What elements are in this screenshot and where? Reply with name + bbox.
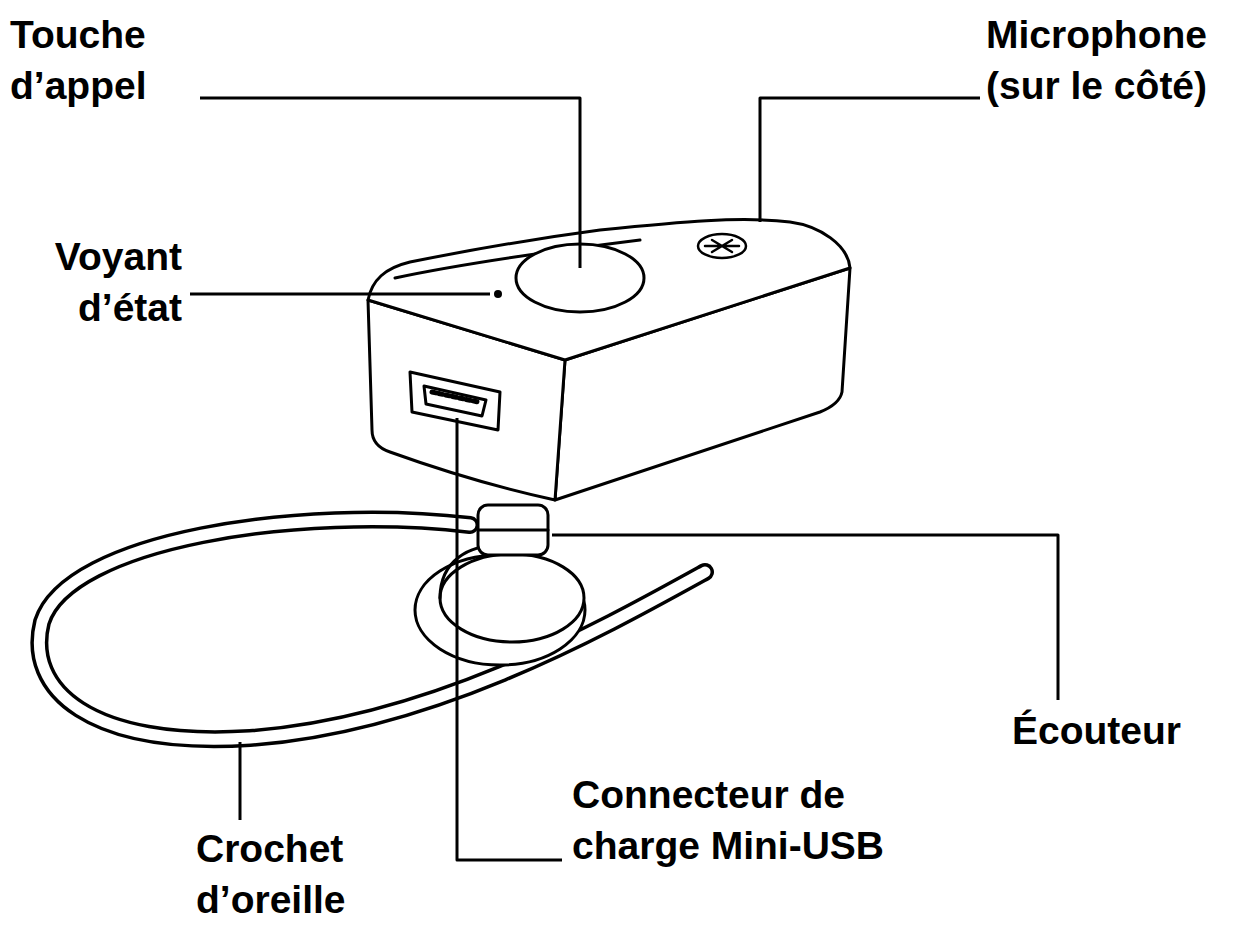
leader-lines	[190, 98, 1058, 860]
status-led-label: Voyant d’état	[6, 232, 182, 333]
usb-port	[410, 372, 500, 430]
microphone-grille	[698, 234, 746, 258]
ear-hook	[39, 519, 705, 739]
earpiece	[415, 505, 585, 665]
call-button-label: Touche d’appel	[10, 10, 195, 111]
usb-connector-label: Connecteur de charge Mini-USB	[572, 770, 942, 871]
earpiece-label: Écouteur	[1012, 706, 1248, 757]
ear-hook-label: Crochet d’oreille	[196, 824, 416, 925]
status-led	[494, 290, 502, 298]
headset-body	[368, 220, 850, 500]
microphone-label: Microphone (sur le côté)	[986, 10, 1248, 111]
